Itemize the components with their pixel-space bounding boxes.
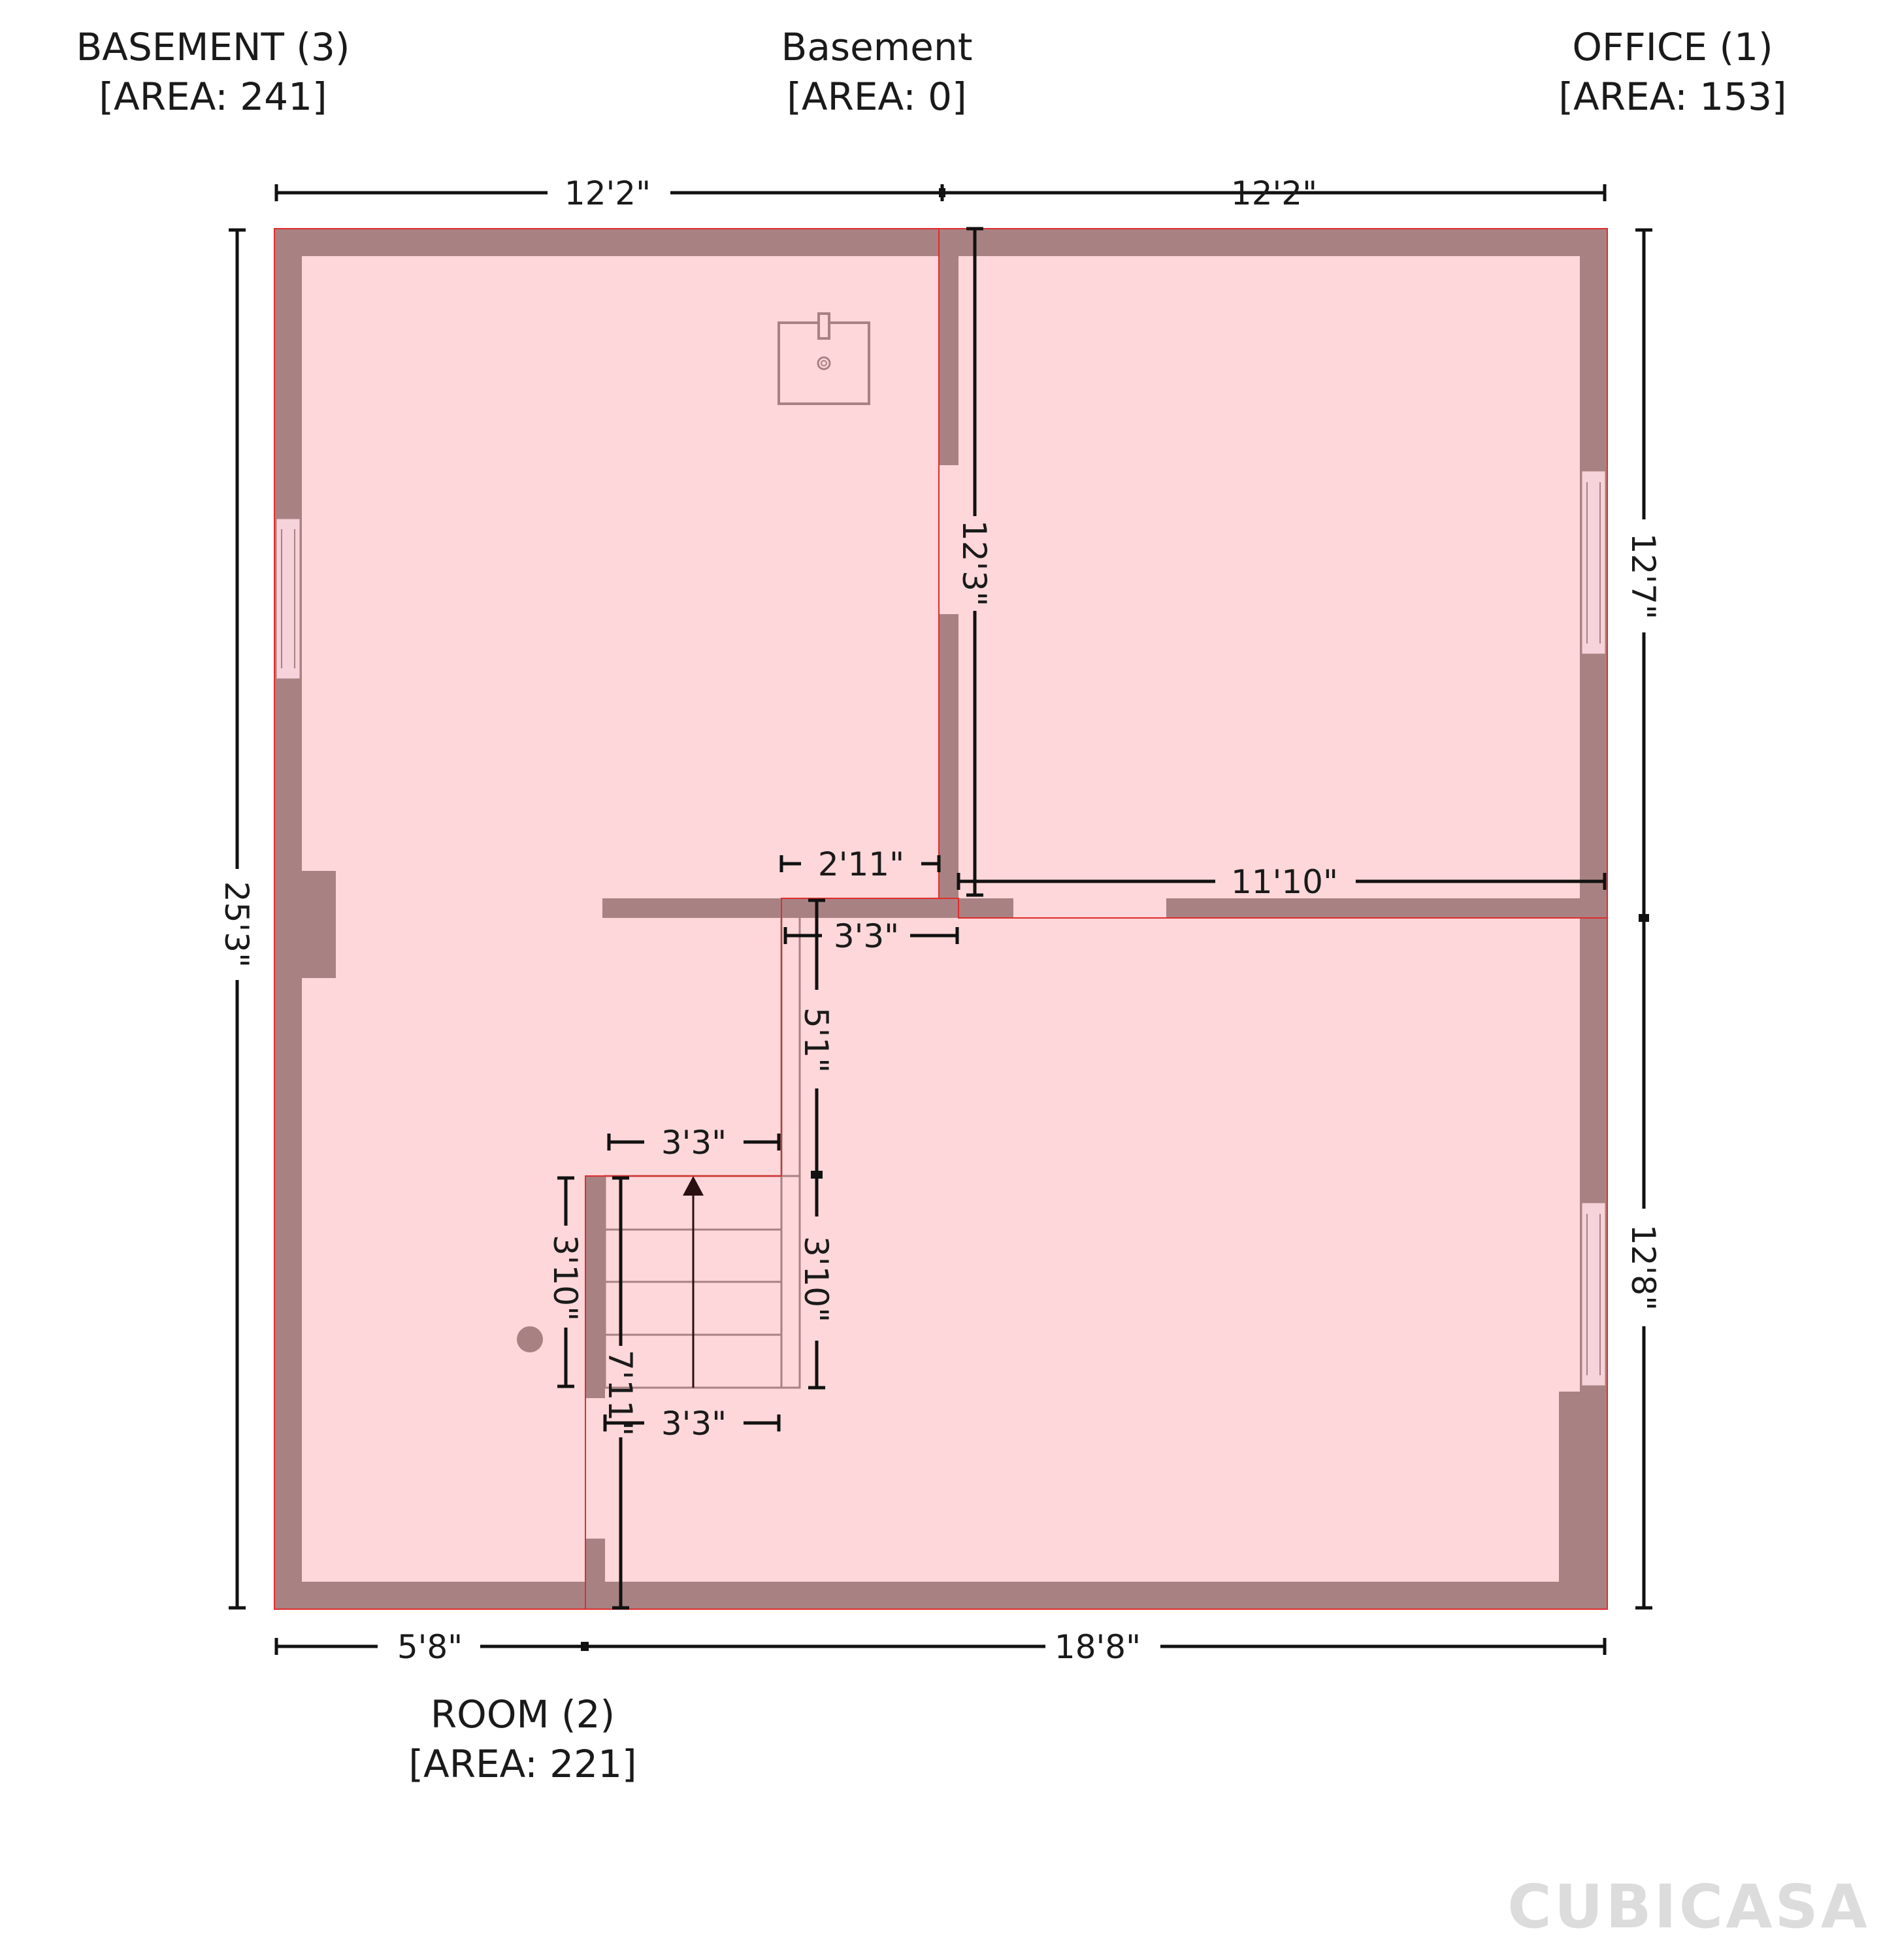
basement-area: [AREA: 0] <box>787 74 966 119</box>
stair-west-wall <box>585 1176 605 1398</box>
office-south-wall-right <box>1166 898 1580 918</box>
dim-office-width: 11'10" <box>1231 863 1338 901</box>
dim-bottom-left: 5'8" <box>397 1628 463 1666</box>
wall-right-bottom-pier <box>1559 1392 1580 1582</box>
office-south-wall-left <box>958 898 1013 918</box>
dim-right-bottom: 12'8" <box>1624 1224 1662 1311</box>
drain-icon <box>517 1326 543 1352</box>
dim-bottom-right: 18'8" <box>1055 1628 1141 1666</box>
dim-room2-wall-height: 7'11" <box>601 1350 639 1436</box>
dim-stair-shaft-height: 5'1" <box>797 1007 835 1073</box>
windows <box>274 469 1607 1388</box>
dim-stair-bottom-width: 3'3" <box>661 1405 727 1443</box>
sink-icon <box>778 312 870 405</box>
dim-stair-left-height: 3'10" <box>546 1235 584 1321</box>
basement3-area: [AREA: 241] <box>99 74 327 119</box>
dim-stair-top-width: 3'3" <box>834 917 899 955</box>
dim-stair-right-height: 3'10" <box>797 1236 835 1322</box>
wall-right <box>1580 229 1607 1609</box>
stair-direction-arrow-icon <box>683 1176 704 1196</box>
dimension-lines <box>229 184 1652 1655</box>
room2-area: [AREA: 221] <box>408 1742 636 1786</box>
wall-bottom <box>274 1582 1607 1609</box>
wall-left <box>274 229 302 1609</box>
basement-name: Basement <box>781 25 973 69</box>
office-area: [AREA: 153] <box>1558 74 1786 119</box>
dim-office-height: 12'3" <box>955 520 993 606</box>
interior-walls <box>585 229 1580 1582</box>
wall-left-pier <box>302 871 336 978</box>
dimension-labels: 12'2" 12'2" 5'8" 18'8" 25'3" 12'7" 12'8"… <box>218 174 1662 1666</box>
office-door-opening <box>941 465 958 614</box>
staircase <box>604 918 801 1389</box>
closet-south-wall <box>602 898 958 918</box>
office-west-wall-upper <box>939 229 958 465</box>
window-right-bottom <box>1580 1201 1607 1388</box>
dim-right-top: 12'7" <box>1624 533 1662 619</box>
window-right-top <box>1580 469 1607 656</box>
room2-name: ROOM (2) <box>431 1692 615 1737</box>
dim-stair-landing-width: 3'3" <box>661 1124 727 1162</box>
dim-left: 25'3" <box>218 881 255 968</box>
cubicasa-logo: CUBICASA <box>1507 1872 1870 1942</box>
office-name: OFFICE (1) <box>1572 25 1773 69</box>
dim-closet-width: 2'11" <box>818 845 904 883</box>
room-labels: BASEMENT (3) [AREA: 241] Basement [AREA:… <box>76 25 1786 1786</box>
basement3-name: BASEMENT (3) <box>76 25 350 69</box>
office-west-wall-lower <box>939 614 958 899</box>
dim-top-right: 12'2" <box>1231 174 1317 212</box>
room-outlines <box>274 228 1608 1610</box>
dim-top-left: 12'2" <box>565 174 651 212</box>
room2-west-wall-lower <box>585 1539 605 1582</box>
window-left <box>274 517 302 681</box>
